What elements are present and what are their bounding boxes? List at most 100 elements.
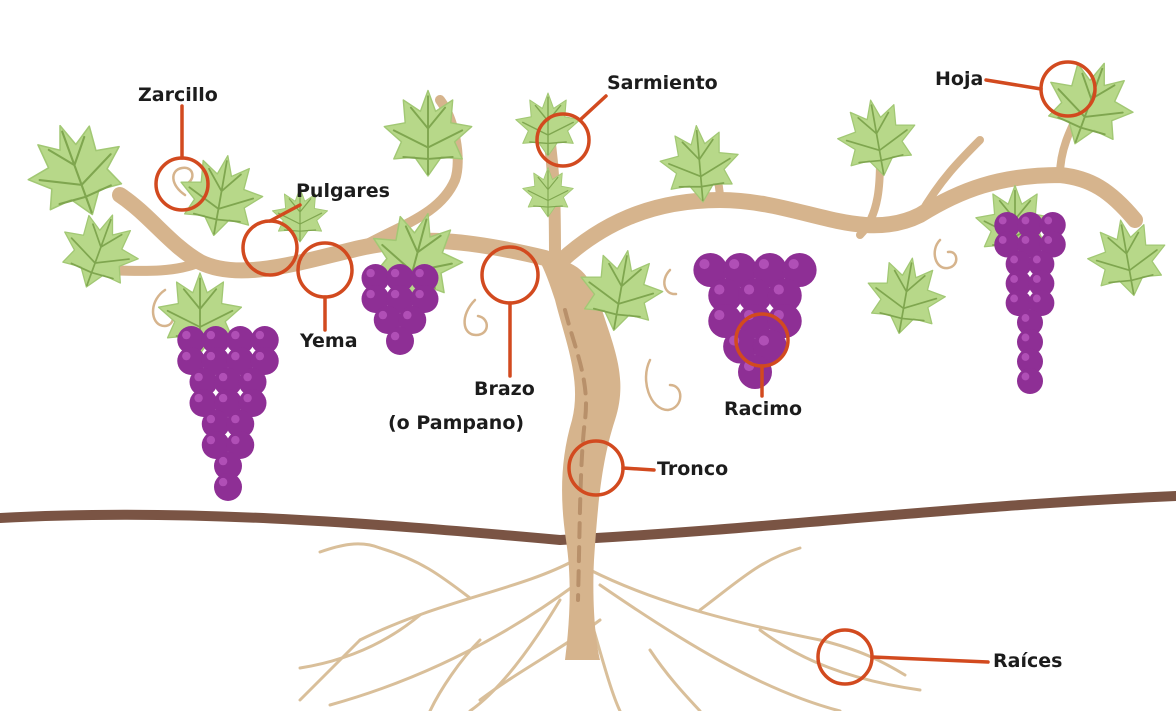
grape-highlight — [1044, 236, 1052, 244]
grape-highlight — [256, 331, 264, 339]
grape-highlight — [1010, 256, 1018, 264]
grape-highlight — [729, 259, 739, 269]
grape-highlight — [415, 269, 423, 277]
grape-highlight — [366, 290, 374, 298]
grape-highlight — [699, 259, 709, 269]
leaf-1 — [15, 109, 138, 231]
root-15 — [300, 640, 360, 700]
grape-highlight — [403, 311, 411, 319]
grape-highlight — [999, 236, 1007, 244]
grape-highlight — [194, 373, 202, 381]
label-pulgares: Pulgares — [296, 182, 390, 201]
grape-highlight — [391, 290, 399, 298]
grape-highlight — [759, 335, 769, 345]
label-brazo: Brazo — [474, 380, 535, 399]
grape — [1017, 368, 1043, 394]
tendril-3 — [465, 300, 487, 335]
grape — [214, 473, 242, 501]
grape-highlight — [1022, 373, 1030, 381]
grape-highlight — [391, 269, 399, 277]
root-14 — [320, 544, 380, 552]
grape-highlight — [231, 352, 239, 360]
grape-highlight — [714, 310, 724, 320]
grape-highlight — [714, 284, 724, 294]
leaf-7 — [516, 93, 580, 156]
label-racimo: Racimo — [724, 400, 802, 419]
grape-highlight — [219, 373, 227, 381]
root-13 — [650, 650, 700, 711]
grape-highlight — [182, 331, 190, 339]
grape-highlight — [759, 259, 769, 269]
callout-markers — [156, 62, 1095, 684]
grape-highlight — [219, 457, 227, 465]
root-12 — [430, 640, 480, 711]
root-2 — [380, 548, 470, 598]
grape-highlight — [999, 217, 1007, 225]
leaf-15 — [1082, 213, 1172, 302]
grape — [386, 327, 414, 355]
grape-highlight — [1022, 353, 1030, 361]
grape-highlight — [1022, 236, 1030, 244]
callout-line-tronco — [623, 468, 654, 470]
leaf-11 — [832, 93, 922, 182]
grape-highlight — [1022, 217, 1030, 225]
grape-highlight — [1044, 217, 1052, 225]
roots — [300, 544, 920, 711]
grape-highlight — [415, 290, 423, 298]
label-raices: Raíces — [993, 652, 1062, 671]
label-hoja: Hoja — [935, 70, 983, 89]
tendril-5 — [935, 240, 957, 268]
label-yema: Yema — [300, 332, 358, 351]
grape-highlight — [182, 352, 190, 360]
label-sarmiento: Sarmiento — [607, 74, 718, 93]
grape-highlight — [1010, 275, 1018, 283]
grape-highlight — [231, 415, 239, 423]
root-10 — [600, 585, 840, 711]
grape-highlight — [774, 284, 784, 294]
grape-bunch-2 — [362, 264, 439, 355]
tendril-4 — [646, 360, 680, 410]
grape-highlight — [1033, 275, 1041, 283]
grape-highlight — [1022, 314, 1030, 322]
label-tronco: Tronco — [657, 460, 728, 479]
leaf-8 — [523, 168, 574, 218]
grape-highlight — [1022, 334, 1030, 342]
grape-highlight — [789, 259, 799, 269]
grape-highlight — [1010, 295, 1018, 303]
grape-highlight — [1033, 256, 1041, 264]
grape-highlight — [207, 352, 215, 360]
grape-highlight — [219, 394, 227, 402]
tendril-6 — [664, 270, 676, 294]
grape-highlight — [207, 415, 215, 423]
leaf-3 — [173, 148, 269, 242]
label-zarcillo: Zarcillo — [138, 86, 218, 105]
root-8 — [700, 548, 800, 610]
root-9 — [760, 630, 920, 690]
callout-line-hoja — [986, 80, 1041, 89]
grape-highlight — [194, 394, 202, 402]
grape-highlight — [1033, 295, 1041, 303]
label-brazo-sub: (o Pampano) — [388, 414, 524, 433]
grape-highlight — [243, 394, 251, 402]
grape-highlight — [744, 284, 754, 294]
grape-bunch-3 — [693, 253, 816, 389]
grape-bunch-1 — [177, 326, 279, 501]
grape-highlight — [256, 352, 264, 360]
grape-highlight — [379, 311, 387, 319]
grape-bunch-4 — [994, 212, 1066, 394]
vine-canes — [90, 100, 1135, 271]
grape-highlight — [366, 269, 374, 277]
grape-highlight — [207, 436, 215, 444]
callout-circle-raices — [818, 630, 872, 684]
cane-1 — [120, 195, 545, 270]
grape-highlight — [231, 331, 239, 339]
callout-line-raices — [872, 657, 988, 662]
grape-highlight — [391, 332, 399, 340]
grape-highlight — [243, 373, 251, 381]
grape-highlight — [231, 436, 239, 444]
grape-highlight — [219, 478, 227, 486]
grape-highlight — [207, 331, 215, 339]
callout-line-sarmiento — [580, 96, 606, 120]
